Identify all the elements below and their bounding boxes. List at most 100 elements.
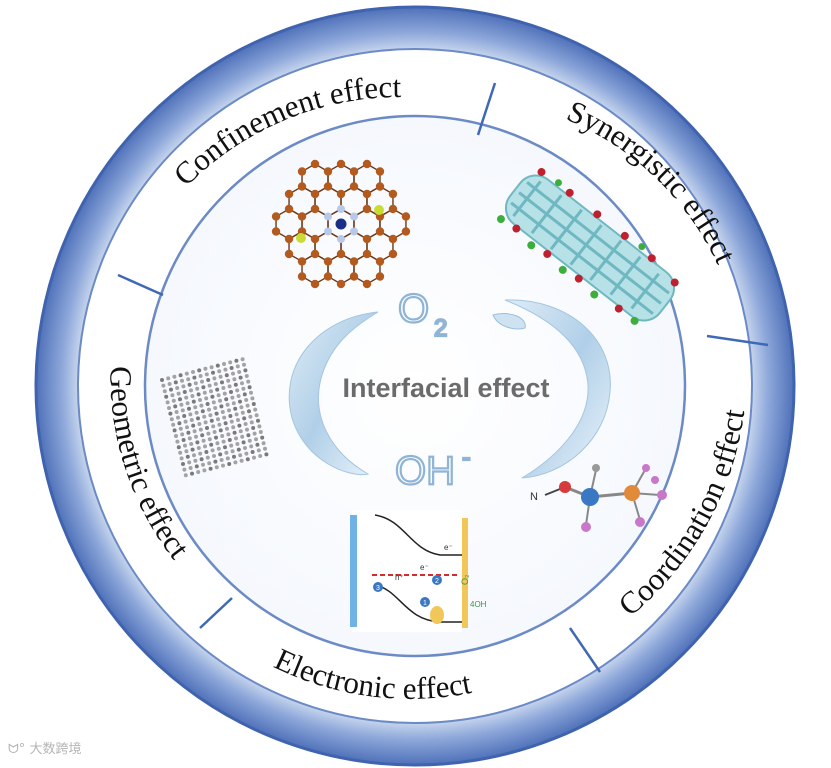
lattice-atom <box>203 367 207 371</box>
lattice-atom <box>226 456 230 460</box>
lattice-atom <box>262 441 266 445</box>
h-plus-label: h⁺ <box>395 573 404 582</box>
lattice-atom <box>221 386 225 390</box>
lattice-atom <box>222 362 226 366</box>
lattice-atom <box>168 412 172 416</box>
lattice-atom <box>216 364 220 368</box>
oh-label: OH <box>395 449 455 493</box>
lattice-atom <box>200 457 204 461</box>
graphene-atom <box>363 190 371 198</box>
lattice-atom <box>200 380 204 384</box>
graphene-atom <box>311 235 319 243</box>
lattice-atom <box>193 459 197 463</box>
lattice-atom <box>208 413 212 417</box>
graphene-atom <box>324 167 332 175</box>
lattice-atom <box>202 439 206 443</box>
badge-3: 3 <box>376 585 380 592</box>
o2-subscript: 2 <box>434 315 447 342</box>
lattice-atom <box>173 428 177 432</box>
o2-label: O <box>398 287 429 331</box>
lattice-atom <box>186 401 190 405</box>
lattice-atom <box>195 411 199 415</box>
lattice-atom <box>256 419 260 423</box>
n-atom-label: N <box>530 491 538 503</box>
lattice-atom <box>180 456 184 460</box>
lattice-atom <box>215 388 219 392</box>
lattice-atom <box>246 457 250 461</box>
lattice-atom <box>166 376 170 380</box>
lattice-atom <box>220 380 224 384</box>
graphene-atom <box>324 182 332 190</box>
lattice-atom <box>197 368 201 372</box>
lattice-atom <box>205 372 209 376</box>
lattice-atom <box>232 455 236 459</box>
lattice-atom <box>170 393 174 397</box>
lattice-atom <box>177 445 181 449</box>
lattice-atom <box>224 397 228 401</box>
lattice-atom <box>197 446 201 450</box>
lattice-atom <box>237 394 241 398</box>
lattice-atom <box>202 468 206 472</box>
lattice-atom <box>164 395 168 399</box>
lattice-atom <box>222 440 226 444</box>
graphene-atom <box>311 280 319 288</box>
lattice-atom <box>217 369 221 373</box>
graphene-atom <box>350 213 358 221</box>
lattice-atom <box>264 452 268 456</box>
lattice-atom <box>182 468 186 472</box>
lattice-atom <box>234 383 238 387</box>
lattice-atom <box>178 451 182 455</box>
lattice-atom <box>228 360 232 364</box>
graphene-atom <box>363 250 371 258</box>
lattice-atom <box>228 384 232 388</box>
lattice-atom <box>210 395 214 399</box>
lattice-atom <box>209 443 213 447</box>
lattice-atom <box>203 391 207 395</box>
graphene-atom <box>324 228 332 236</box>
lattice-atom <box>239 405 243 409</box>
lattice-atom <box>206 402 210 406</box>
lattice-atom <box>227 462 231 466</box>
lattice-atom <box>169 388 173 392</box>
lattice-atom <box>260 436 264 440</box>
lattice-atom <box>252 456 256 460</box>
lattice-atom <box>220 458 224 462</box>
lattice-atom <box>232 401 236 405</box>
lattice-atom <box>178 397 182 401</box>
lattice-atom <box>214 436 218 440</box>
lattice-atom <box>235 442 239 446</box>
lattice-atom <box>167 406 171 410</box>
graphene-atom <box>350 228 358 236</box>
lattice-atom <box>242 440 246 444</box>
lattice-atom <box>229 444 233 448</box>
lattice-atom <box>206 456 210 460</box>
lattice-atom <box>175 410 179 414</box>
lattice-atom <box>247 409 251 413</box>
graphene-atom <box>298 182 306 190</box>
lattice-atom <box>212 376 216 380</box>
lattice-atom <box>212 400 216 404</box>
lattice-atom <box>185 425 189 429</box>
lattice-atom <box>191 424 195 428</box>
lattice-atom <box>238 400 242 404</box>
graphene-atom <box>376 272 384 280</box>
lattice-atom <box>215 441 219 445</box>
graphene-atom <box>311 205 319 213</box>
lattice-atom <box>202 415 206 419</box>
lattice-atom <box>197 422 201 426</box>
lattice-atom <box>175 386 179 390</box>
lattice-atom <box>248 415 252 419</box>
lattice-atom <box>173 404 177 408</box>
graphene-atom <box>350 257 358 265</box>
lattice-atom <box>242 363 246 367</box>
lattice-atom <box>242 416 246 420</box>
lattice-atom <box>213 460 217 464</box>
lattice-atom <box>160 378 164 382</box>
lattice-atom <box>182 438 186 442</box>
graphene-atom <box>272 212 280 220</box>
graphene-atom <box>389 235 397 243</box>
graphene-atom <box>389 250 397 258</box>
lattice-atom <box>198 398 202 402</box>
lattice-atom <box>243 446 247 450</box>
